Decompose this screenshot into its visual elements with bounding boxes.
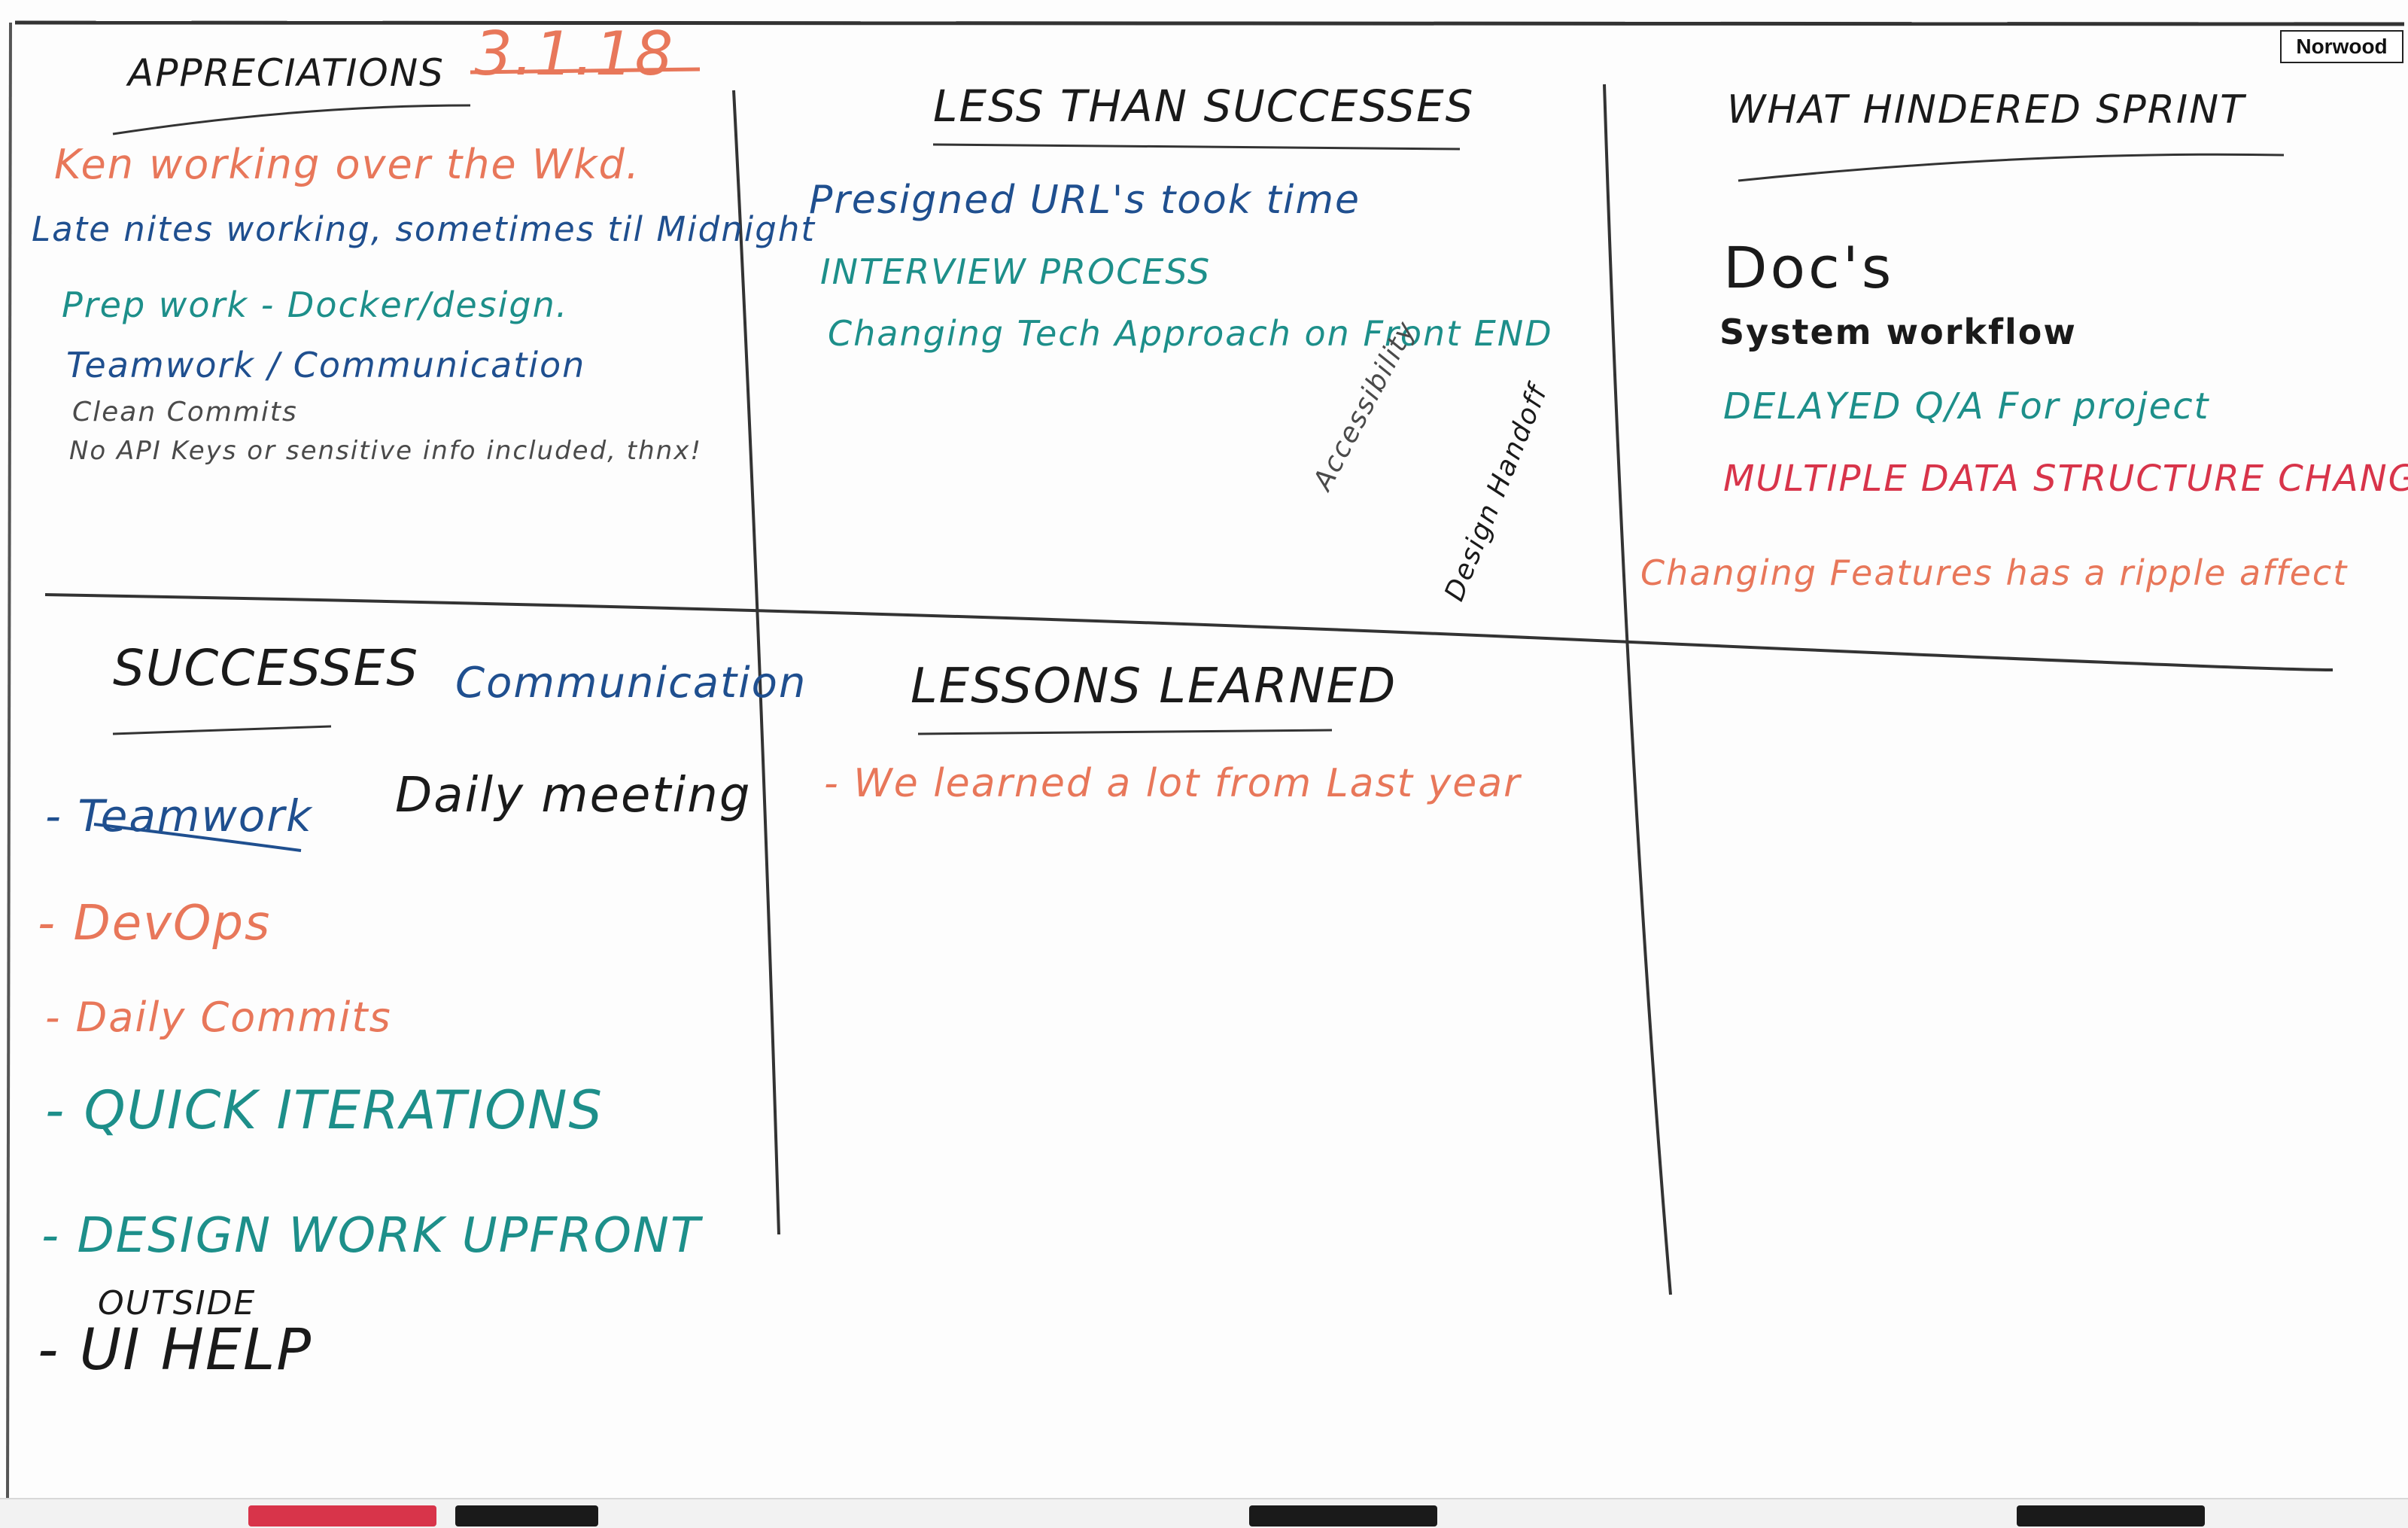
appreciation-item: Ken working over the Wkd. — [54, 141, 640, 188]
success-item: - DevOps — [38, 896, 272, 951]
lessons-learned-heading: LESSONS LEARNED — [911, 659, 1397, 714]
eraser — [1249, 1505, 1437, 1526]
teamwork-underline — [93, 823, 302, 852]
success-item: - Daily Commits — [45, 994, 392, 1041]
board-frame — [14, 20, 2405, 26]
appreciation-item: Prep work - Docker/design. — [62, 285, 569, 325]
vertical-divider-right — [1603, 84, 1672, 1295]
appreciation-item: No API Keys or sensitive info included, … — [69, 436, 702, 466]
outside-label: OUTSIDE — [98, 1284, 257, 1323]
lessons-learned-underline — [917, 729, 1333, 735]
less-than-item: Changing Tech Approach on Front END — [828, 313, 1553, 354]
ui-help-item: - UI HELP — [38, 1316, 313, 1383]
date-label: 3.1.18 — [474, 19, 675, 89]
success-item: - QUICK ITERATIONS — [45, 1079, 604, 1141]
hindered-item: Doc's — [1723, 234, 1895, 301]
brand-label: Norwood — [2280, 30, 2403, 63]
horizontal-divider — [44, 593, 2334, 671]
appreciations-heading: APPRECIATIONS — [128, 51, 445, 95]
appreciation-item: Clean Commits — [72, 397, 298, 428]
less-than-item: Presigned URL's took time — [809, 178, 1361, 223]
less-than-successes-underline — [932, 143, 1461, 151]
board-left-edge — [6, 22, 12, 1499]
date-underline — [470, 67, 701, 75]
vertical-divider-left — [732, 90, 780, 1235]
successes-underline — [112, 725, 332, 735]
successes-heading: SUCCESSES — [113, 639, 420, 697]
less-than-item: INTERVIEW PROCESS — [820, 251, 1212, 292]
appreciation-item: Late nites working, sometimes til Midnig… — [32, 209, 816, 249]
appreciations-underline — [112, 104, 471, 135]
lesson-item: - We learned a lot from Last year — [824, 761, 1522, 806]
what-hindered-underline — [1738, 153, 2285, 182]
hindered-item: System workflow — [1719, 312, 2077, 352]
hindered-item: DELAYED Q/A For project — [1723, 385, 2210, 428]
hindered-item: Changing Features has a ripple affect — [1640, 552, 2349, 593]
success-item: - DESIGN WORK UPFRONT — [41, 1208, 701, 1264]
appreciation-item: Teamwork / Communication — [66, 345, 586, 385]
marker — [248, 1505, 436, 1526]
success-item: - Teamwork — [45, 790, 313, 842]
less-than-successes-heading: LESS THAN SUCCESSES — [933, 81, 1475, 132]
marker — [2017, 1505, 2205, 1526]
communication-heading: Communication — [455, 659, 807, 708]
hindered-item: MULTIPLE DATA STRUCTURE CHANGES — [1723, 458, 2408, 500]
marker — [455, 1505, 598, 1526]
what-hindered-heading: WHAT HINDERED SPRINT — [1727, 87, 2245, 132]
daily-meeting-label: Daily meeting — [395, 768, 752, 823]
